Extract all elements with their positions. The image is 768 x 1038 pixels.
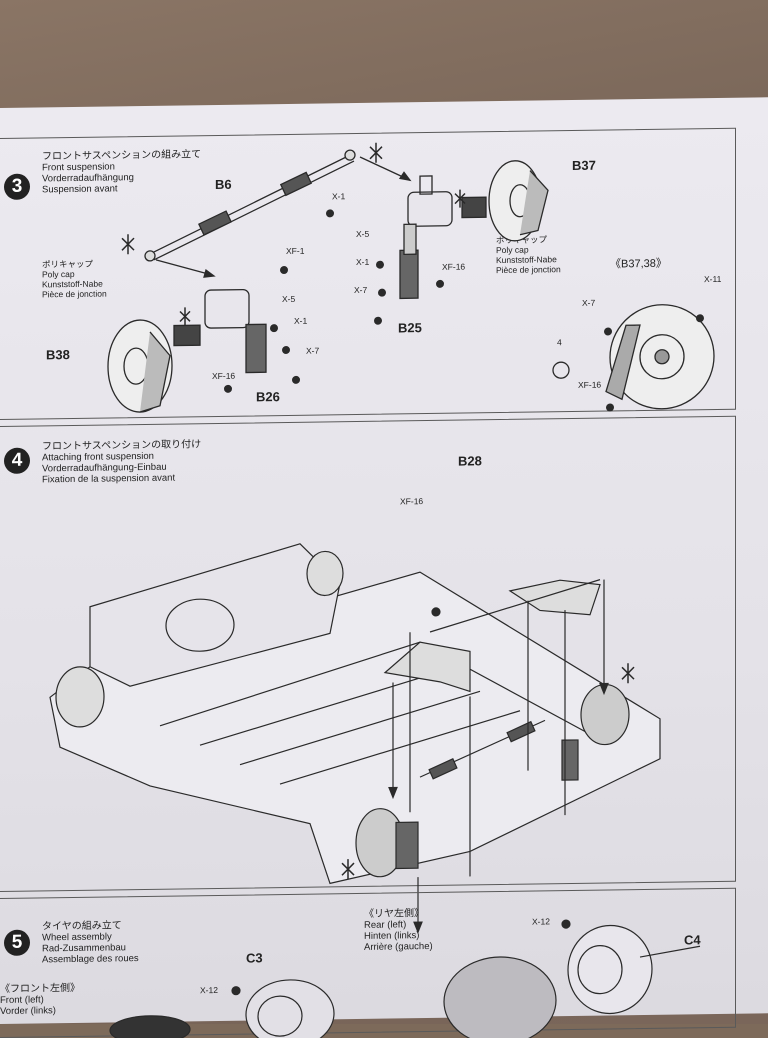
- circle-4: [552, 361, 570, 379]
- right-knuckle: [407, 191, 453, 227]
- front-left-shock: [395, 821, 419, 870]
- rod-spring-right: [279, 171, 313, 197]
- right-polycap: [461, 196, 487, 219]
- tie-rod: [149, 154, 351, 255]
- grease-mark-icon: [341, 663, 635, 880]
- rear-wheel-c4: [567, 924, 653, 1015]
- rod-spring-left: [198, 210, 232, 236]
- instruction-sheet: 3 フロントサスペンションの組み立て Front suspension Vord…: [0, 97, 768, 1038]
- step3-illustration: [107, 142, 715, 413]
- front-tire: [109, 1015, 191, 1038]
- rear-tire: [443, 956, 557, 1038]
- inset-caliper: [605, 324, 641, 401]
- left-spring: [245, 323, 267, 374]
- step4-illustration: [49, 543, 661, 934]
- upper-arm-left: [383, 641, 471, 693]
- front-right-shock: [561, 739, 579, 781]
- front-right-hub: [580, 683, 630, 746]
- arrow-left: [155, 259, 213, 276]
- left-polycap: [173, 324, 201, 347]
- rear-right-hub: [306, 550, 344, 597]
- right-spring: [399, 249, 419, 300]
- grease-mark-icon: [121, 142, 466, 326]
- upper-arm-right: [508, 579, 601, 616]
- step5-illustration: [109, 919, 701, 1038]
- left-knuckle: [204, 288, 250, 329]
- rear-left-hub: [55, 666, 105, 728]
- rear-gearbox: [89, 543, 341, 687]
